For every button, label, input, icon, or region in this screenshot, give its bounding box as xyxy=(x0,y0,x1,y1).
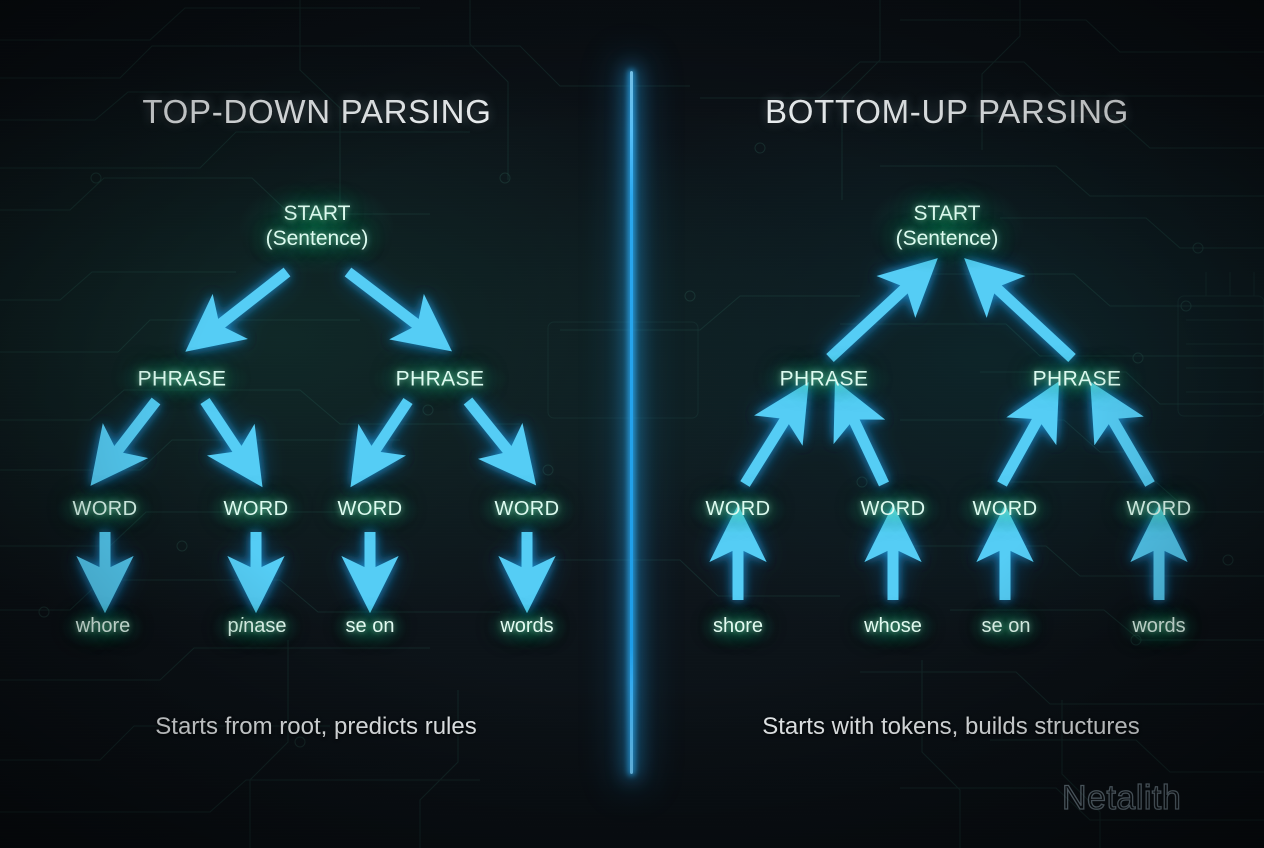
left-leaf-2: pinase xyxy=(227,615,287,638)
left-panel-caption: Starts from root, predicts rules xyxy=(155,713,477,740)
left-start-sublabel: (Sentence) xyxy=(265,227,369,250)
center-divider xyxy=(630,71,633,774)
right-node-phrase-1: PHRASE xyxy=(779,367,869,391)
right-leaf-3: se on xyxy=(981,615,1031,638)
left-leaf-4: words xyxy=(500,615,554,638)
left-node-word-4: WORD xyxy=(494,498,560,521)
right-node-word-4: WORD xyxy=(1126,498,1192,521)
left-panel-title: TOP-DOWN PARSING xyxy=(142,93,492,130)
left-start-label: START xyxy=(283,202,351,226)
left-leaf-3: se on xyxy=(345,615,395,638)
left-node-word-3: WORD xyxy=(337,498,403,521)
left-node-start: START (Sentence) xyxy=(266,202,369,252)
right-node-word-3: WORD xyxy=(972,498,1038,521)
left-node-word-2: WORD xyxy=(223,498,289,521)
right-start-sublabel: (Sentence) xyxy=(895,227,999,250)
right-node-word-1: WORD xyxy=(705,498,771,521)
left-node-word-1: WORD xyxy=(72,498,138,521)
right-panel-caption: Starts with tokens, builds structures xyxy=(762,713,1140,740)
right-leaf-2: whose xyxy=(864,615,922,638)
right-leaf-4: words xyxy=(1132,615,1186,638)
right-node-start: START (Sentence) xyxy=(896,202,999,252)
left-node-phrase-2: PHRASE xyxy=(395,367,485,391)
watermark-logo: Netalith xyxy=(1061,778,1182,817)
right-node-word-2: WORD xyxy=(860,498,926,521)
right-start-label: START xyxy=(913,202,981,226)
left-leaf-1: whore xyxy=(75,615,131,638)
left-node-phrase-1: PHRASE xyxy=(137,367,227,391)
right-leaf-1: shore xyxy=(712,615,764,638)
right-panel-title: BOTTOM-UP PARSING xyxy=(765,93,1129,130)
right-node-phrase-2: PHRASE xyxy=(1032,367,1122,391)
